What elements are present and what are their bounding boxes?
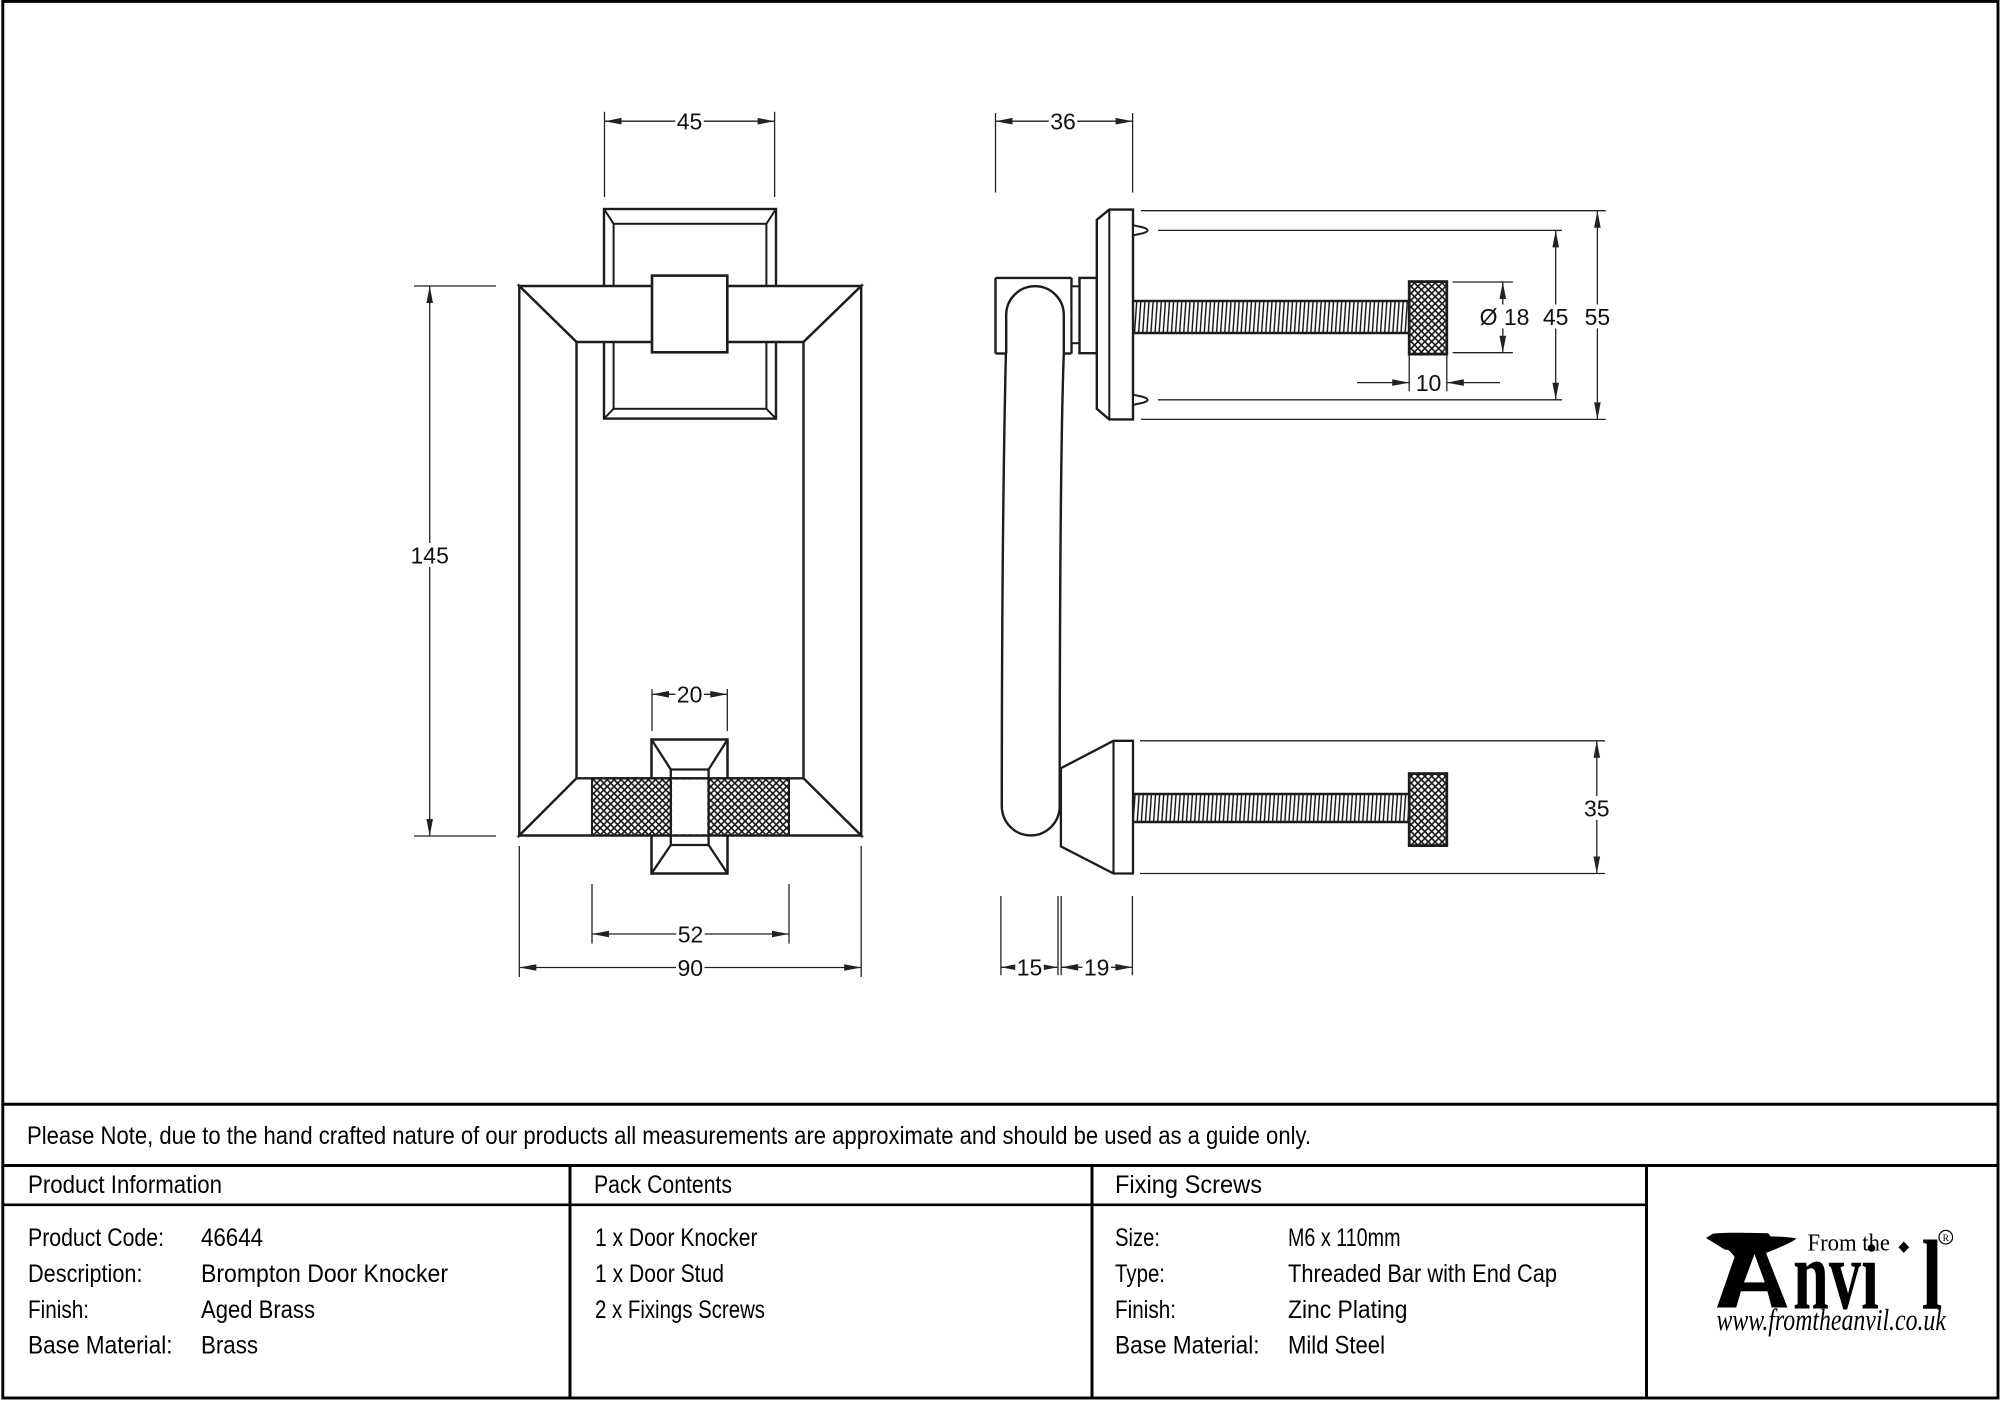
svg-text:Aged Brass: Aged Brass bbox=[201, 1296, 315, 1324]
svg-text:1 x Door Knocker: 1 x Door Knocker bbox=[595, 1224, 758, 1252]
svg-text:Base Material:: Base Material: bbox=[28, 1332, 173, 1360]
svg-text:52: 52 bbox=[678, 921, 704, 947]
svg-text:Type:: Type: bbox=[1115, 1260, 1165, 1288]
svg-text:Brass: Brass bbox=[201, 1332, 258, 1360]
svg-text:Pack Contents: Pack Contents bbox=[594, 1171, 732, 1199]
svg-text:35: 35 bbox=[1584, 795, 1610, 821]
svg-text:nvı: nvı bbox=[1793, 1220, 1879, 1331]
svg-text:Base Material:: Base Material: bbox=[1115, 1332, 1260, 1360]
svg-text:M6 x 110mm: M6 x 110mm bbox=[1288, 1224, 1401, 1252]
svg-text:Zinc Plating: Zinc Plating bbox=[1288, 1296, 1408, 1324]
svg-text:46644: 46644 bbox=[201, 1224, 263, 1252]
svg-text:Please Note, due to the hand c: Please Note, due to the hand crafted nat… bbox=[27, 1122, 1311, 1150]
svg-text:55: 55 bbox=[1585, 304, 1611, 330]
svg-text:Fixing Screws: Fixing Screws bbox=[1115, 1171, 1262, 1199]
svg-text:Ø 18: Ø 18 bbox=[1480, 304, 1530, 330]
svg-text:145: 145 bbox=[411, 542, 449, 568]
svg-text:Size:: Size: bbox=[1115, 1224, 1160, 1252]
svg-text:Description:: Description: bbox=[28, 1260, 143, 1288]
svg-text:45: 45 bbox=[677, 109, 703, 135]
svg-text:www.fromtheanvil.co.uk: www.fromtheanvil.co.uk bbox=[1717, 1302, 1947, 1337]
svg-text:90: 90 bbox=[677, 955, 703, 981]
svg-text:Threaded Bar with End Cap: Threaded Bar with End Cap bbox=[1288, 1260, 1557, 1288]
svg-text:10: 10 bbox=[1416, 370, 1442, 396]
svg-text:45: 45 bbox=[1543, 304, 1569, 330]
svg-text:19: 19 bbox=[1084, 955, 1110, 981]
svg-text:Brompton Door Knocker: Brompton Door Knocker bbox=[201, 1260, 448, 1288]
svg-text:2 x Fixings Screws: 2 x Fixings Screws bbox=[595, 1296, 765, 1324]
svg-text:36: 36 bbox=[1050, 109, 1076, 135]
svg-text:15: 15 bbox=[1017, 955, 1043, 981]
svg-text:From the: From the bbox=[1808, 1231, 1891, 1257]
svg-text:Finish:: Finish: bbox=[1115, 1296, 1176, 1324]
svg-text:Product Code:: Product Code: bbox=[28, 1224, 164, 1252]
svg-text:1 x Door Stud: 1 x Door Stud bbox=[595, 1260, 724, 1288]
svg-text:Product Information: Product Information bbox=[28, 1171, 222, 1199]
svg-text:Finish:: Finish: bbox=[28, 1296, 89, 1324]
svg-text:R: R bbox=[1943, 1234, 1950, 1244]
svg-text:20: 20 bbox=[677, 682, 703, 708]
svg-text:Mild Steel: Mild Steel bbox=[1288, 1332, 1385, 1360]
svg-text:l: l bbox=[1922, 1220, 1943, 1331]
